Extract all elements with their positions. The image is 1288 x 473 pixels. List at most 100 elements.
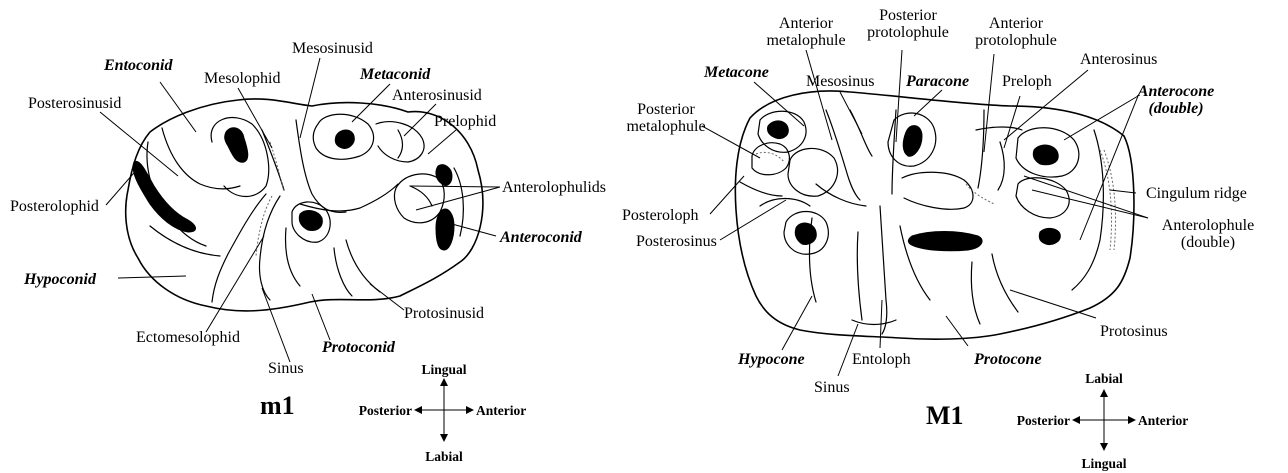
m1-posterolophid-fossette <box>133 161 195 232</box>
label-line: metalophule <box>626 118 705 135</box>
m1-compass: Lingual Labial Posterior Anterior <box>359 362 526 464</box>
label-line: (double) <box>1148 100 1203 117</box>
M1-paracone-fossette <box>903 126 922 157</box>
M1-posteroloph-line <box>740 182 782 196</box>
M1-compass-top: Labial <box>1085 371 1123 386</box>
M1-sinus-base <box>852 320 896 325</box>
m1-label-anterosinusid: Anterosinusid <box>392 87 482 104</box>
M1-mesoloph-line <box>816 184 866 206</box>
m1-protosinusid-wall <box>346 240 380 292</box>
M1-preloph-lobe <box>998 142 1004 190</box>
label-line: Anterocone <box>1137 83 1214 100</box>
label-line: protolophule <box>867 24 949 41</box>
M1-metacone-fossette <box>767 121 788 139</box>
M1-sinus-wall <box>857 232 862 320</box>
M1-label-cingulum-ridge: Cingulum ridge <box>1146 185 1247 202</box>
M1-label-mesosinus: Mesosinus <box>806 73 874 90</box>
M1-preloph-ridge <box>976 127 1022 130</box>
label-line: Anterior <box>779 15 834 32</box>
label-line: Anterior <box>989 15 1044 32</box>
m1-label-sinus: Sinus <box>268 360 304 377</box>
m1-labels: Entoconid Posterosinusid Mesolophid Meso… <box>10 40 606 377</box>
label-line: metalophule <box>766 32 845 49</box>
m1-central-fossette <box>299 211 322 231</box>
m1-mesolophid-dotted <box>270 142 284 192</box>
label-line: protolophule <box>975 32 1057 49</box>
m1-anterolophulid-a <box>410 186 432 206</box>
m1-compass-left: Posterior <box>359 403 412 418</box>
m1-metaconid-fossette <box>335 130 354 148</box>
M1-tooth-name: M1 <box>926 401 964 430</box>
m1-label-mesosinusid: Mesosinusid <box>292 40 373 57</box>
m1-sinus-wall <box>212 194 266 302</box>
m1-label-hypoconid: Hypoconid <box>23 271 97 288</box>
label-line: (double) <box>1181 234 1235 251</box>
m1-label-protoconid: Protoconid <box>321 339 396 356</box>
M1-protosinus-wall <box>992 254 1018 312</box>
m1-prelophid-line <box>398 130 403 158</box>
m1-label-anteroconid: Anteroconid <box>499 229 583 246</box>
m1-protoconid-inner <box>334 248 352 296</box>
M1-label-posteroloph: Posteroloph <box>622 207 698 224</box>
M1-label-metacone: Metacone <box>703 64 769 81</box>
m1-anteroconid-fossette-upper <box>436 165 452 186</box>
M1-posterior-protolophule <box>892 110 896 194</box>
M1-label-anterocone: Anterocone(double) <box>1137 83 1214 117</box>
M1-anterior-rim <box>1072 130 1103 290</box>
M1-anterior-protolophule <box>978 110 984 188</box>
m1-ectomesolophid-dotted <box>256 196 272 256</box>
M1-label-anterosinus: Anterosinus <box>1080 51 1157 68</box>
m1-anteroconid-ring <box>394 174 444 223</box>
M1-anterocone-fossette <box>1033 145 1058 165</box>
M1-posterosinus-lobe <box>760 199 810 207</box>
M1-label-sinus: Sinus <box>814 379 850 396</box>
m1-label-entoconid: Entoconid <box>103 57 173 74</box>
m1-label-mesolophid: Mesolophid <box>204 70 280 87</box>
M1-mesosinus-oval <box>788 148 837 196</box>
m1-compass-right: Anterior <box>476 403 526 418</box>
m1-protoconid-wall <box>286 228 300 286</box>
m1-label-anterolophulids: Anterolophulids <box>502 179 606 196</box>
M1-label-anterolophule: Anterolophule(double) <box>1162 217 1254 251</box>
m1-drawing <box>126 99 483 311</box>
M1-label-hypocone: Hypocone <box>737 351 805 368</box>
M1-label-protocone: Protocone <box>973 351 1042 368</box>
M1-compass-right: Anterior <box>1138 413 1188 428</box>
m1-label-protosinusid: Protosinusid <box>404 305 484 322</box>
label-line: Posterior <box>637 101 695 118</box>
m1-anteroconid-fossette-lower <box>436 209 454 250</box>
m1-ectomesolophid-line <box>259 196 280 300</box>
M1-compass: Labial Lingual Posterior Anterior <box>1017 371 1188 471</box>
m1-label-metaconid: Metaconid <box>359 66 431 83</box>
M1-hypocone-fossette <box>795 223 816 244</box>
M1-label-protosinus: Protosinus <box>1100 323 1168 340</box>
M1-label-entoloph: Entoloph <box>852 351 911 368</box>
M1-label-posterosinus: Posterosinus <box>636 233 717 250</box>
M1-posterior-metalophule-dotted <box>756 152 784 162</box>
m1-label-posterolophid: Posterolophid <box>10 198 99 215</box>
m1-tooth-name: m1 <box>260 391 295 420</box>
M1-label-posterior-protolophule: Posteriorprotolophule <box>867 7 949 41</box>
label-line: Anterolophule <box>1162 217 1254 234</box>
M1-compass-left: Posterior <box>1017 413 1070 428</box>
m1-compass-top: Lingual <box>421 362 466 377</box>
M1-protosinus-inner <box>971 262 980 324</box>
M1-label-preloph: Preloph <box>1002 73 1052 90</box>
m1-label-prelophid: Prelophid <box>434 113 496 130</box>
M1-compass-bottom: Lingual <box>1081 456 1126 471</box>
m1-compass-bottom: Labial <box>425 449 463 464</box>
m1-label-ectomesolophid: Ectomesolophid <box>136 329 240 346</box>
m1-entoconid-fossette <box>225 128 248 163</box>
M1-anterolophule-fossette <box>1039 228 1060 244</box>
M1-drawing <box>735 91 1134 339</box>
M1-label-paracone: Paracone <box>905 73 969 90</box>
M1-anterolophule-lobe <box>1016 178 1069 218</box>
label-line: Posterior <box>879 7 937 24</box>
M1-posterior-metalophule <box>752 143 789 175</box>
m1-mesolophid-line <box>262 130 284 190</box>
